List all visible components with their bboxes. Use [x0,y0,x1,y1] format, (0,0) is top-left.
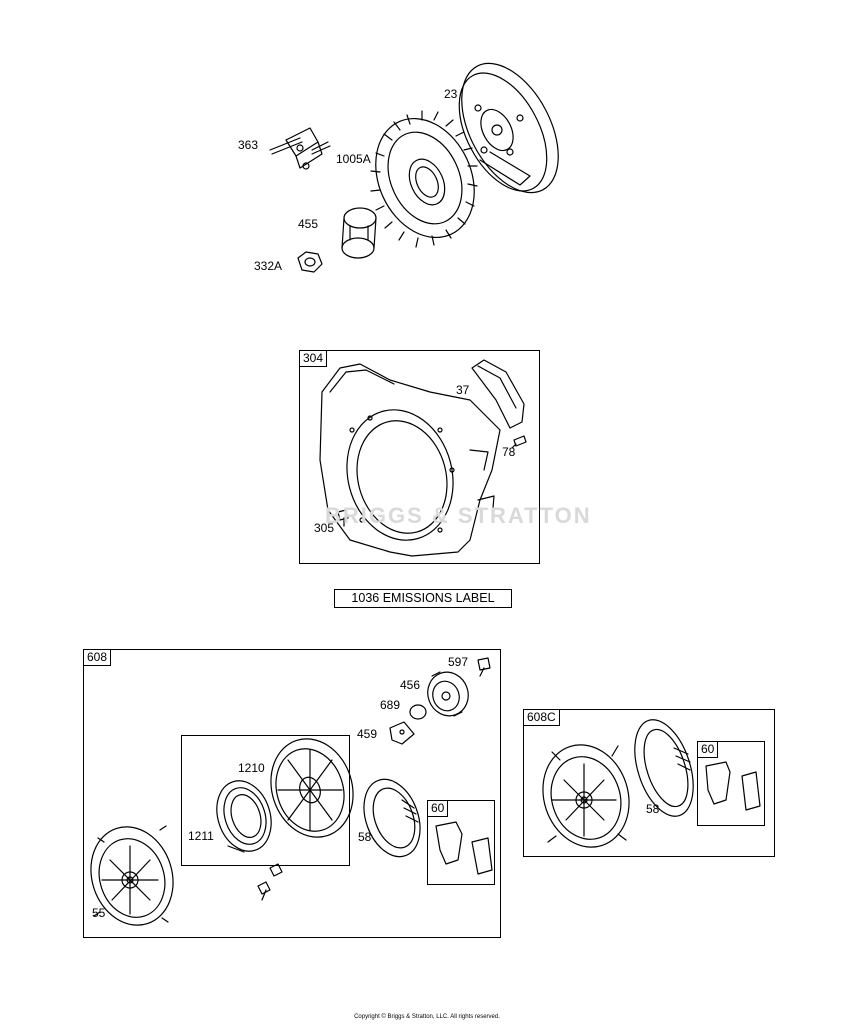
handle-608c-drawing [705,761,761,811]
part-label-1210: 1210 [238,761,265,775]
screw-78-drawing [511,435,527,449]
watermark-text: BRIGGS & STRATTON [325,503,592,528]
blower-housing-frame [299,350,540,564]
pawl-drawing [389,721,415,745]
fan-flywheel-drawing [370,110,478,248]
pulley-plate-drawing [427,671,469,717]
copyright-notice: Copyright © Briggs & Stratton, LLC. All … [354,1014,500,1020]
part-label-459: 459 [357,727,378,741]
emissions-label-box: 1036 EMISSIONS LABEL [334,589,512,608]
pulley-drawing [270,738,354,838]
flywheel-plate-drawing [458,62,559,194]
starter-cup-drawing [341,207,377,259]
spring-608c-drawing [634,719,694,817]
box-label-60-608c: 60 [697,741,719,758]
box-label-304: 304 [299,350,328,367]
part-label-363: 363 [238,138,259,152]
nut-drawing [297,251,323,273]
handle-608-frame [427,800,495,885]
part-label-332a: 332A [254,259,283,273]
rewind-spring-drawing [216,780,272,853]
box-label-60-608: 60 [427,800,449,817]
part-label-1211: 1211 [188,829,214,843]
pulley-subassembly-frame [181,735,350,866]
part-label-455: 455 [298,217,319,231]
box-label-608: 608 [83,649,112,666]
part-label-37: 37 [456,383,470,397]
ring-drawing [409,704,427,720]
handle-608c-frame [697,741,765,826]
blower-housing-drawing [319,363,501,557]
part-label-58-608c: 58 [646,802,660,816]
part-label-78: 78 [502,445,516,459]
starter-608-frame [83,649,501,938]
handle-608-drawing [435,821,493,875]
spring-608-drawing [363,778,421,858]
part-label-23: 23 [444,87,458,101]
part-label-55: 55 [92,906,106,920]
part-label-1005a: 1005A [336,152,371,166]
clutch-tool-drawing [269,127,331,170]
screw-305-drawing [337,509,349,527]
part-label-456: 456 [400,678,421,692]
shield-drawing [471,359,525,429]
part-label-597: 597 [448,655,469,669]
part-label-689: 689 [380,698,401,712]
starter-608c-frame [523,709,775,857]
box-label-608c: 608C [523,709,560,726]
rewind-housing-608c-drawing [542,744,630,848]
screw-597-drawing [477,657,491,677]
rewind-housing-608-drawing [90,825,174,926]
part-label-58-608: 58 [358,830,372,844]
part-label-305: 305 [314,521,335,535]
